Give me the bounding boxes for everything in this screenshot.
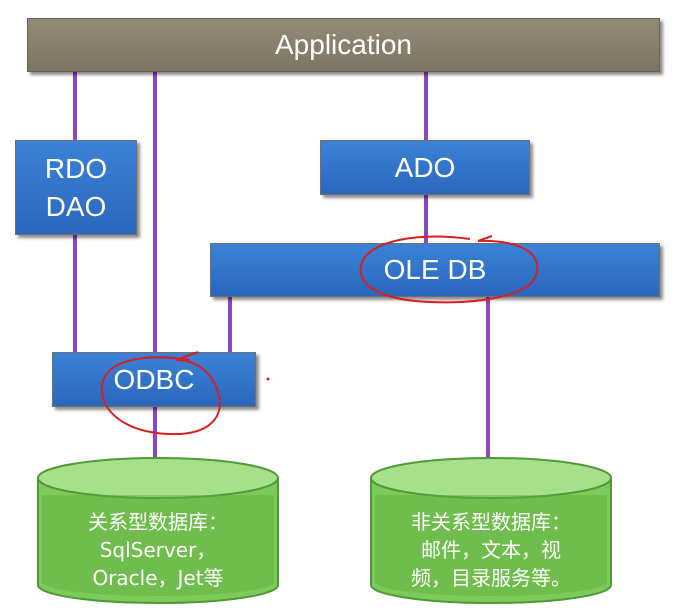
ado-box: ADO [320, 140, 530, 195]
oledb-box: OLE DB [210, 243, 660, 297]
relational-db-text: 关系型数据库： SqlServer， Oracle，Jet等 [48, 508, 268, 592]
nonrelational-db-line1: 非关系型数据库： [411, 510, 571, 534]
dao-label: DAO [45, 190, 107, 222]
nonrelational-db-line2: 邮件，文本，视 [421, 538, 561, 562]
relational-db-line2: SqlServer， [99, 538, 217, 562]
nonrelational-db-line3: 频，目录服务等。 [411, 566, 571, 590]
nonrelational-db-cylinder [370, 457, 612, 604]
application-bar: Application [27, 18, 660, 72]
relational-db-line3: Oracle，Jet等 [92, 566, 224, 590]
application-label: Application [275, 29, 412, 60]
oledb-label: OLE DB [383, 254, 487, 285]
ado-label: ADO [394, 151, 456, 183]
relational-db-line1: 关系型数据库： [88, 510, 228, 534]
odbc-box: ODBC [52, 352, 256, 407]
rdo-label: RDO [44, 152, 108, 184]
relational-db-cylinder [37, 457, 279, 604]
rdo-dao-box: RDO DAO [15, 140, 137, 235]
nonrelational-db-text: 非关系型数据库： 邮件，文本，视 频，目录服务等。 [381, 508, 601, 592]
odbc-label: ODBC [113, 363, 195, 395]
